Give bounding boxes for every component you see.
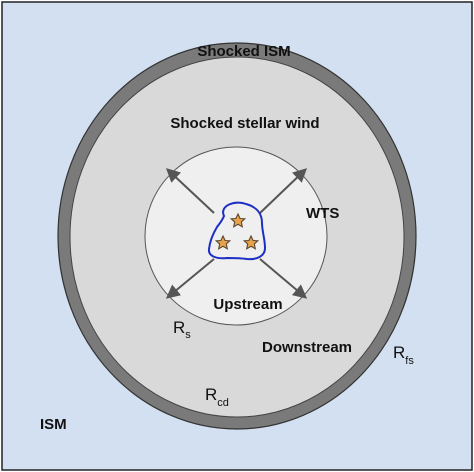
label-radius-forward-shock: Rfs bbox=[393, 343, 414, 367]
radius-forward-shock-main: R bbox=[393, 343, 405, 362]
arrow-group bbox=[165, 168, 308, 299]
cluster-outline bbox=[207, 201, 267, 261]
radius-cd-sub: cd bbox=[217, 397, 229, 409]
star-icon bbox=[214, 234, 232, 250]
radius-shock-sub: s bbox=[185, 329, 191, 341]
label-upstream: Upstream bbox=[213, 296, 282, 313]
radius-forward-shock-sub: fs bbox=[405, 355, 414, 367]
star-icon bbox=[242, 234, 260, 250]
arrow-icon bbox=[259, 168, 308, 214]
label-wts: WTS bbox=[306, 205, 339, 222]
label-radius-contact-discontinuity: Rcd bbox=[205, 385, 229, 409]
star-icon bbox=[229, 212, 247, 228]
label-radius-shock: Rs bbox=[173, 318, 191, 341]
label-ism: ISM bbox=[40, 416, 67, 433]
label-downstream: Downstream bbox=[262, 339, 352, 356]
radius-cd-main: R bbox=[205, 385, 217, 404]
arrow-icon bbox=[165, 258, 215, 299]
radius-shock-main: R bbox=[173, 318, 185, 337]
label-shocked-stellar-wind: Shocked stellar wind bbox=[170, 115, 319, 132]
arrow-icon bbox=[165, 168, 215, 214]
label-shocked-ism: Shocked ISM bbox=[197, 43, 290, 60]
arrow-icon bbox=[259, 258, 308, 299]
